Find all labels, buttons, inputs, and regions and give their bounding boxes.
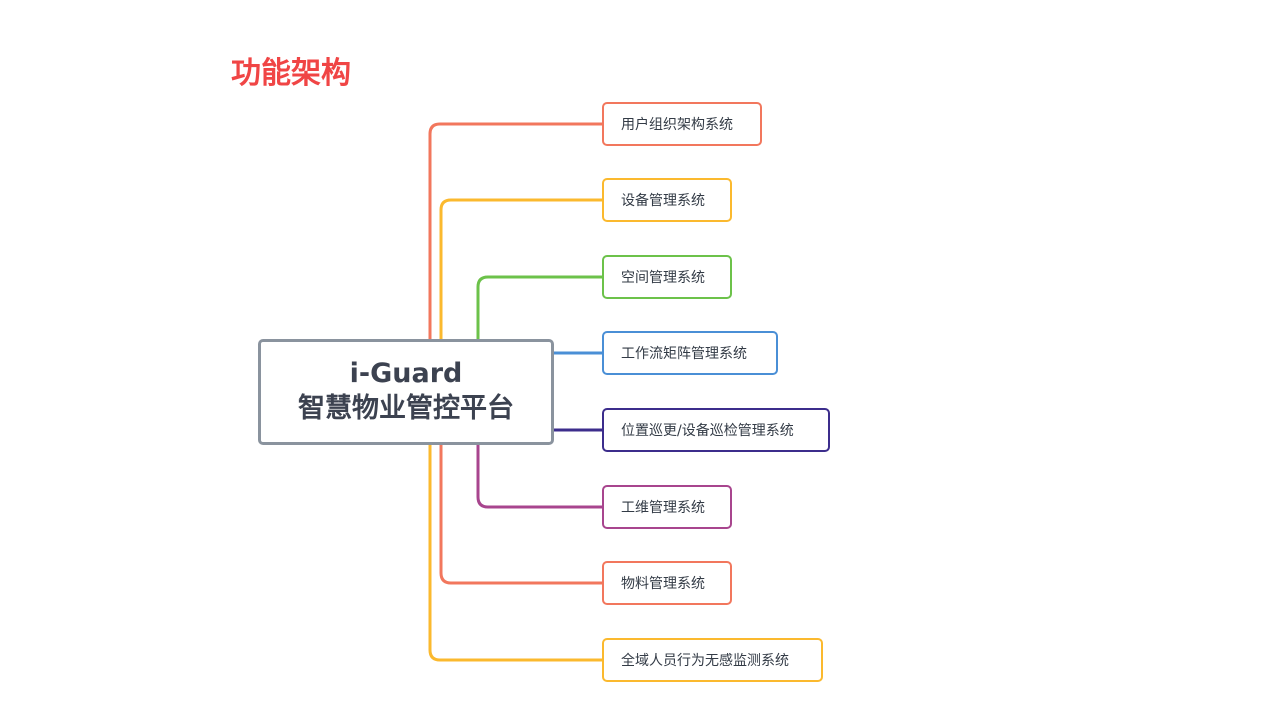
center-subtitle: 智慧物业管控平台	[298, 393, 514, 424]
center-title: i-Guard	[349, 358, 463, 389]
branch-node-0: 用户组织架构系统	[602, 102, 762, 146]
branch-node-5: 工维管理系统	[602, 485, 732, 529]
branch-node-6: 物料管理系统	[602, 561, 732, 605]
connector-branch-1	[439, 198, 602, 339]
branch-node-7: 全域人员行为无感监测系统	[602, 638, 823, 682]
slide-title: 功能架构	[231, 56, 351, 91]
branch-node-1: 设备管理系统	[602, 178, 732, 222]
branch-node-4: 位置巡更/设备巡检管理系统	[602, 408, 830, 452]
connector-branch-0	[428, 122, 602, 339]
connector-branch-5	[476, 445, 602, 509]
branch-node-3: 工作流矩阵管理系统	[602, 331, 778, 375]
branch-node-2: 空间管理系统	[602, 255, 732, 299]
center-node: i-Guard 智慧物业管控平台	[258, 339, 554, 445]
connector-branch-2	[476, 275, 602, 339]
connector-branch-6	[439, 445, 602, 585]
connector-branch-7	[428, 445, 602, 662]
